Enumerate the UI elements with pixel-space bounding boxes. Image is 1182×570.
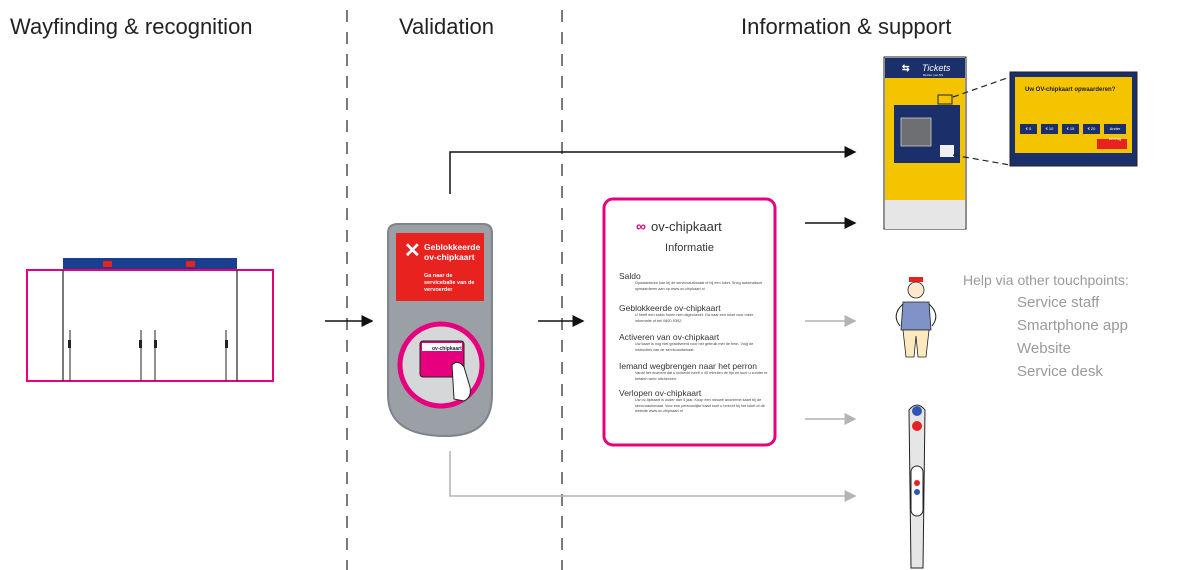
poster-title: Informatie — [665, 242, 714, 254]
information-pole — [908, 404, 926, 569]
heading-validation: Validation — [399, 14, 494, 39]
ov-chipkaart-logo-icon: ∞ — [636, 218, 646, 234]
svg-text:⇆: ⇆ — [902, 63, 910, 73]
poster-section: Activeren van ov-chipkaart Uw kaart is n… — [619, 332, 769, 353]
ticket-screen-title: Uw OV-chipkaart opwaarderen? — [1025, 87, 1116, 93]
poster-section-body: U heeft een saldo fonen niet uitgecheckt… — [635, 313, 754, 323]
card-validator-illustration — [387, 223, 493, 438]
validator-error-message: Ga naar de servicebalie van de vervoerde… — [424, 273, 475, 293]
amount-button[interactable]: € 5 — [1020, 124, 1037, 134]
poster-section-body: Uw ov-tijdsaart is ouder dan 5 jaar. Koo… — [635, 398, 765, 413]
card-logo: ov-chipkaart — [432, 346, 462, 352]
poster-brand: ∞ ov-chipkaart — [636, 218, 722, 234]
poster-section: Saldo Opwaarderen kan bij de servicoauto… — [619, 271, 769, 292]
station-gate-illustration — [26, 258, 274, 382]
information-poster-frame — [602, 197, 777, 447]
poster-section: Iemand wegbrengen naar het perron Vanaf … — [619, 361, 769, 382]
amount-button[interactable]: € 20 — [1083, 124, 1100, 134]
arrow-validator-to-pole — [449, 451, 857, 502]
help-item-website: Website — [1017, 340, 1071, 357]
heading-wayfinding: Wayfinding & recognition — [10, 14, 253, 39]
poster-section-heading: Verlopen ov-chipkaart — [619, 388, 702, 398]
help-item-service-desk: Service desk — [1017, 363, 1103, 380]
poster-section: Geblokkeerde ov-chipkaart U heeft een sa… — [619, 303, 769, 324]
ticket-machine-sublabel: Reizen met NS — [923, 73, 944, 77]
poster-section-body: Uw kaart is nog niet geactiveerd voor he… — [635, 342, 754, 352]
poster-section-heading: Saldo — [619, 271, 641, 281]
poster-brand-label: ov-chipkaart — [650, 218, 722, 234]
arrow-validator-to-ticket-machine — [449, 146, 857, 194]
poster-section-body: Vanaf het moment dat u incheckt heeft u … — [635, 371, 768, 381]
ticket-machine-illustration: ⇆ — [883, 56, 1011, 230]
information-poster: ∞ ov-chipkaart Informatie Saldo Opwaarde… — [604, 199, 775, 445]
ticket-screen-zoom — [1009, 71, 1138, 167]
service-staff-figure — [895, 277, 937, 358]
poster-section-heading: Geblokkeerde ov-chipkaart — [619, 303, 721, 313]
poster-section-heading: Activeren van ov-chipkaart — [619, 332, 720, 342]
validator-error-title: Geblokkeerde ov-chipkaart — [424, 242, 481, 262]
ticket-machine-label: Tickets — [922, 63, 951, 73]
close-icon: ✕ — [404, 240, 421, 262]
help-item-smartphone-app: Smartphone app — [1017, 317, 1128, 334]
amount-button[interactable]: € 10 — [1041, 124, 1058, 134]
heading-information: Information & support — [741, 14, 952, 39]
poster-section-body: Opwaarderen kan bij de servicoautomaat o… — [635, 281, 763, 291]
help-item-service-staff: Service staff — [1017, 294, 1100, 311]
amount-button[interactable]: € 15 — [1062, 124, 1079, 134]
poster-section-heading: Iemand wegbrengen naar het perron — [619, 361, 757, 371]
help-heading: Help via other touchpoints: — [963, 272, 1129, 288]
amount-button[interactable]: Ander bedrag — [1104, 124, 1126, 141]
poster-section: Verlopen ov-chipkaart Uw ov-tijdsaart is… — [619, 388, 769, 415]
